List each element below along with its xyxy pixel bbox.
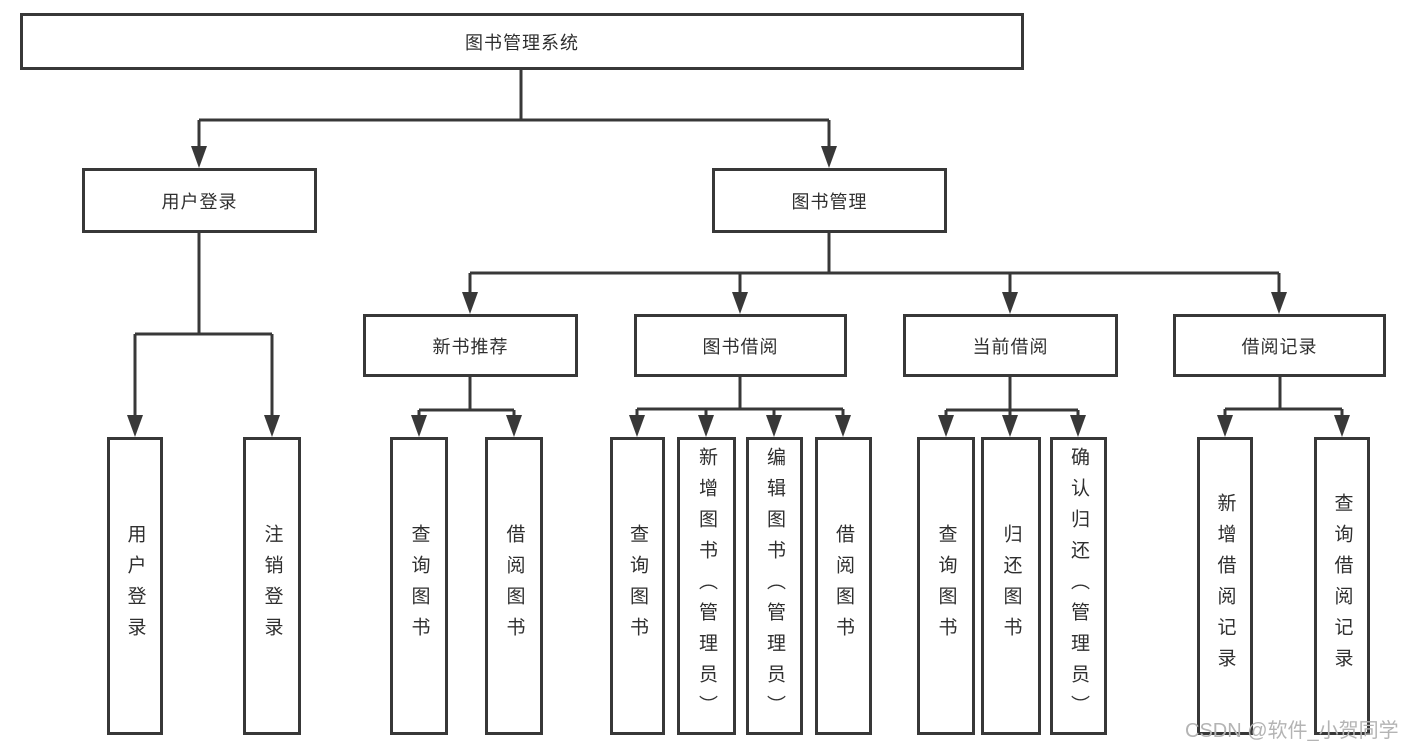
- node-new-book-recommend: 新书推荐: [363, 314, 578, 377]
- node-label: 借阅记录: [1241, 336, 1318, 357]
- connector-new-book: [417, 377, 516, 433]
- leaf-label: 借阅图书: [833, 524, 854, 648]
- leaf-add-book-admin: 新增图书（管理员）: [677, 437, 736, 735]
- leaf-add-borrow-record: 新增借阅记录: [1197, 437, 1253, 735]
- node-library-management-system: 图书管理系统: [20, 13, 1024, 70]
- leaf-label: 新增图书（管理员）: [696, 446, 717, 726]
- leaf-edit-book-admin: 编辑图书（管理员）: [746, 437, 803, 735]
- leaf-query-book-2: 查询图书: [610, 437, 665, 735]
- connector-user-login: [133, 233, 274, 433]
- leaf-label: 用户登录: [124, 524, 146, 648]
- node-label: 当前借阅: [972, 336, 1049, 357]
- leaf-label: 查询借阅记录: [1331, 493, 1353, 679]
- leaf-confirm-return-admin: 确认归还（管理员）: [1050, 437, 1107, 735]
- leaf-label: 注销登录: [261, 524, 283, 648]
- connector-root: [197, 69, 831, 164]
- leaf-return-book: 归还图书: [981, 437, 1041, 735]
- arrowheads: [127, 146, 1350, 437]
- csdn-watermark: CSDN @软件_小贺同学: [1185, 720, 1399, 742]
- leaf-query-borrow-record: 查询借阅记录: [1314, 437, 1370, 735]
- node-label: 图书管理系统: [465, 32, 579, 53]
- node-label: 新书推荐: [432, 336, 509, 357]
- leaf-label: 查询图书: [408, 524, 430, 648]
- leaf-label: 确认归还（管理员）: [1068, 446, 1089, 726]
- leaf-borrow-book-2: 借阅图书: [815, 437, 872, 735]
- leaf-label: 查询图书: [627, 524, 648, 648]
- node-current-borrow: 当前借阅: [903, 314, 1118, 377]
- leaf-user-login: 用户登录: [107, 437, 163, 735]
- connector-book-management: [468, 233, 1281, 310]
- connector-borrow-record: [1223, 377, 1344, 433]
- node-user-login: 用户登录: [82, 168, 317, 233]
- leaf-logout: 注销登录: [243, 437, 301, 735]
- leaf-label: 借阅图书: [503, 524, 525, 648]
- connector-book-borrow: [635, 377, 845, 433]
- node-book-management: 图书管理: [712, 168, 947, 233]
- node-label: 用户登录: [161, 191, 238, 212]
- leaf-label: 查询图书: [935, 524, 957, 648]
- leaf-label: 新增借阅记录: [1214, 493, 1236, 679]
- node-book-borrow: 图书借阅: [634, 314, 847, 377]
- node-label: 图书借阅: [702, 336, 779, 357]
- leaf-query-book-3: 查询图书: [917, 437, 975, 735]
- leaf-label: 编辑图书（管理员）: [764, 446, 785, 726]
- leaf-query-book-1: 查询图书: [390, 437, 448, 735]
- node-label: 图书管理: [791, 191, 868, 212]
- leaf-label: 归还图书: [1000, 524, 1022, 648]
- leaf-borrow-book-1: 借阅图书: [485, 437, 543, 735]
- node-borrow-record: 借阅记录: [1173, 314, 1386, 377]
